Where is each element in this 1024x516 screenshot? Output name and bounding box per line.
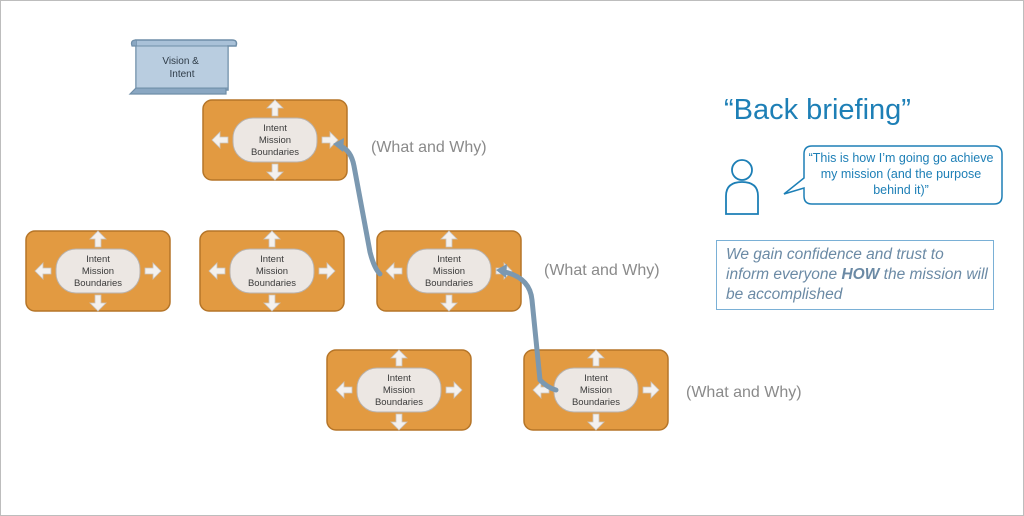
direction-arrow-icon	[390, 413, 408, 431]
direction-arrow-icon	[440, 294, 458, 312]
node-inner-capsule	[229, 248, 315, 294]
direction-arrow-icon	[335, 381, 353, 399]
scroll-label: Vision & Intent	[162, 56, 201, 80]
back-briefing-title: “Back briefing”	[724, 94, 911, 126]
direction-arrow-icon	[266, 99, 284, 117]
direction-arrow-icon	[390, 349, 408, 367]
direction-arrow-icon	[445, 381, 463, 399]
note-text: We gain confidence and trust to inform e…	[726, 246, 988, 303]
direction-arrow-icon	[385, 262, 403, 280]
what-and-why-label-3: (What and Why)	[686, 384, 802, 401]
person-icon	[725, 159, 759, 215]
link-path-2	[502, 269, 559, 393]
link-path-1	[337, 143, 383, 277]
direction-arrow-icon	[89, 230, 107, 248]
speech-bubble-icon	[783, 145, 1003, 205]
callout-quote: “This is how I’m going go achieve my mis…	[808, 151, 994, 197]
node-inner-capsule	[406, 248, 492, 294]
direction-arrow-icon	[318, 262, 336, 280]
direction-arrow-icon	[263, 294, 281, 312]
link-paths	[333, 138, 559, 393]
direction-arrow-icon	[587, 413, 605, 431]
direction-arrow-icon	[89, 294, 107, 312]
direction-arrow-icon	[587, 349, 605, 367]
scroll-icon: Vision & Intent	[128, 39, 238, 95]
direction-arrow-icon	[144, 262, 162, 280]
note-box	[716, 240, 994, 310]
what-and-why-label-1: (What and Why)	[371, 139, 487, 156]
direction-arrow-icon	[211, 131, 229, 149]
link-arrowhead-1	[333, 138, 344, 152]
direction-arrow-icon	[208, 262, 226, 280]
link-arrowhead-2	[496, 264, 507, 278]
direction-arrow-icon	[34, 262, 52, 280]
node-inner-capsule	[356, 367, 442, 413]
direction-arrow-icon	[642, 381, 660, 399]
what-and-why-label-2: (What and Why)	[544, 262, 660, 279]
direction-arrow-icon	[263, 230, 281, 248]
direction-arrow-icon	[266, 163, 284, 181]
node-inner-capsule	[55, 248, 141, 294]
direction-arrow-icon	[440, 230, 458, 248]
node-inner-capsule	[232, 117, 318, 163]
